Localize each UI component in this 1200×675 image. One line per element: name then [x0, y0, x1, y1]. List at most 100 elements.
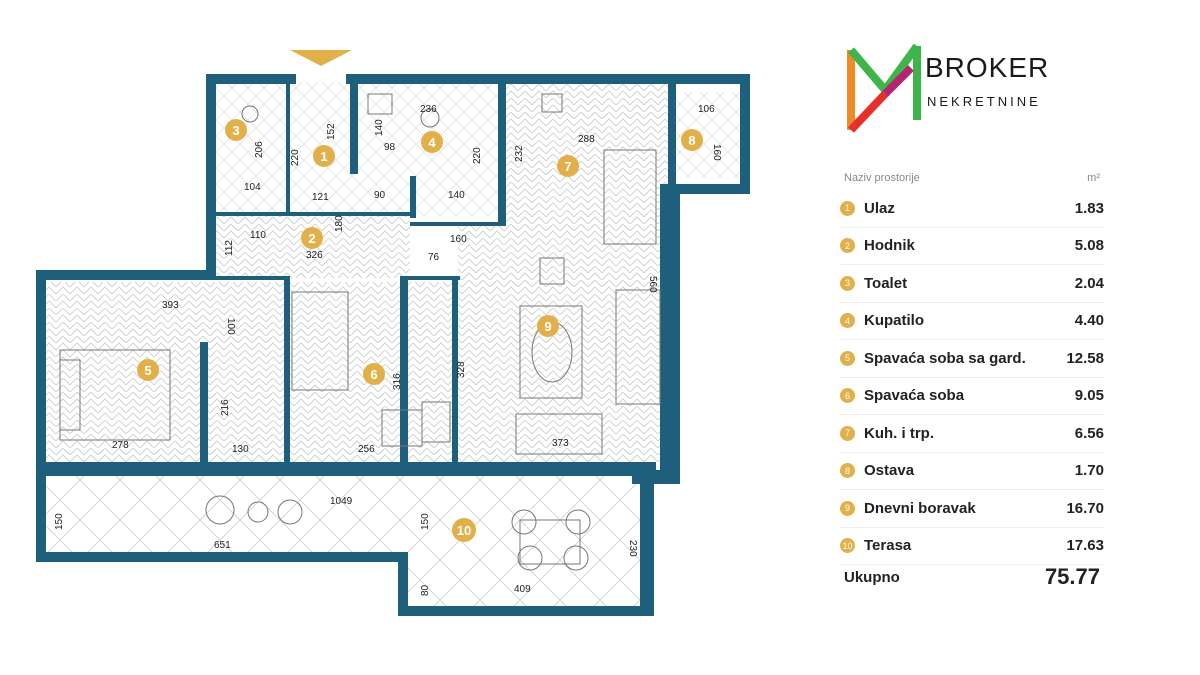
- legend-row: 1 Ulaz 1.83: [840, 190, 1104, 228]
- room-badge: 6: [363, 363, 385, 385]
- room-name: Terasa: [864, 537, 912, 555]
- svg-text:2: 2: [308, 231, 315, 246]
- room-area: 6.56: [1074, 424, 1104, 442]
- room-number-badge: 8: [840, 463, 855, 479]
- dim-label: 150: [420, 513, 431, 530]
- svg-text:1: 1: [320, 149, 327, 164]
- room-badge: 7: [557, 155, 579, 177]
- floor-toilet: [216, 82, 288, 212]
- dim-label: 160: [450, 234, 467, 245]
- legend-header-name: Naziv prostorije: [844, 172, 920, 184]
- dim-label: 236: [420, 104, 437, 115]
- room-name: Kuh. i trp.: [864, 424, 934, 442]
- broker-logo: BROKER NEKRETNINE: [845, 38, 1105, 138]
- room-number-badge: 9: [840, 500, 855, 516]
- dimension-labels: 220 152 236 140 98 220 288 232 106 160 2…: [54, 104, 722, 596]
- svg-text:7: 7: [564, 159, 571, 174]
- svg-text:8: 8: [688, 133, 695, 148]
- dim-label: 409: [514, 584, 531, 595]
- dim-label: 393: [162, 300, 179, 311]
- svg-text:5: 5: [144, 363, 151, 378]
- dim-label: 220: [472, 147, 483, 164]
- room-area: 1.70: [1074, 462, 1104, 480]
- dim-label: 230: [627, 540, 638, 557]
- room-name: Spavaća soba sa gard.: [864, 349, 1026, 367]
- brand-name: BROKER: [925, 52, 1050, 83]
- room-area: 17.63: [1066, 537, 1104, 555]
- dim-label: 256: [358, 444, 375, 455]
- room-name: Kupatilo: [864, 312, 924, 330]
- dim-label: 140: [448, 190, 465, 201]
- legend-total: Ukupno 75.77: [844, 562, 1100, 592]
- dim-label: 560: [647, 276, 658, 293]
- room-area: 12.58: [1066, 349, 1104, 367]
- room-badge: 5: [137, 359, 159, 381]
- legend-header-unit: m²: [1087, 172, 1100, 184]
- floor-bedroom-1: [46, 282, 284, 462]
- room-badges: 1 2 3 4 5 6 7 8 9 10: [137, 119, 703, 542]
- legend-row: 10 Terasa 17.63: [840, 528, 1104, 565]
- room-badge: 8: [681, 129, 703, 151]
- svg-text:4: 4: [428, 135, 436, 150]
- room-name: Dnevni boravak: [864, 499, 976, 517]
- dim-label: 206: [254, 141, 265, 158]
- room-badge: 2: [301, 227, 323, 249]
- legend-row: 6 Spavaća soba 9.05: [840, 378, 1104, 415]
- room-number-badge: 2: [840, 238, 855, 254]
- dim-label: 104: [244, 182, 261, 193]
- floor-kitchen: [506, 82, 672, 222]
- dim-label: 278: [112, 440, 129, 451]
- dim-label: 90: [374, 190, 386, 201]
- room-area: 9.05: [1074, 387, 1104, 405]
- total-label: Ukupno: [844, 568, 900, 586]
- dim-label: 180: [334, 215, 345, 232]
- dim-label: 152: [326, 123, 337, 140]
- floor-terrace-ext: [408, 556, 640, 612]
- room-number-badge: 4: [840, 313, 855, 329]
- room-badge: 3: [225, 119, 247, 141]
- legend-row: 8 Ostava 1.70: [840, 453, 1104, 490]
- room-area: 1.83: [1074, 199, 1104, 217]
- room-number-badge: 6: [840, 388, 855, 404]
- room-number-badge: 7: [840, 425, 855, 441]
- svg-text:10: 10: [457, 523, 471, 538]
- room-number-badge: 1: [840, 200, 855, 216]
- floor-terrace: [46, 476, 640, 556]
- furniture: [59, 93, 661, 571]
- room-name: Ulaz: [864, 199, 895, 217]
- dim-label: 80: [420, 584, 431, 596]
- broker-logo-mark-icon: [847, 43, 921, 133]
- dim-label: 373: [552, 438, 569, 449]
- dim-label: 288: [578, 134, 595, 145]
- svg-text:3: 3: [232, 123, 239, 138]
- dim-label: 76: [428, 252, 440, 263]
- dim-label: 150: [54, 513, 65, 530]
- room-number-badge: 5: [840, 350, 855, 366]
- walls: [36, 74, 750, 616]
- svg-text:9: 9: [544, 319, 551, 334]
- dim-label: 1049: [330, 496, 353, 507]
- room-number-badge: 10: [840, 538, 855, 554]
- room-area: 16.70: [1066, 499, 1104, 517]
- dim-label: 160: [711, 144, 722, 161]
- room-name: Ostava: [864, 462, 915, 480]
- dim-label: 100: [225, 318, 236, 335]
- room-name: Spavaća soba: [864, 387, 965, 405]
- dim-label: 98: [384, 142, 396, 153]
- dim-label: 326: [306, 250, 323, 261]
- room-badge: 1: [313, 145, 335, 167]
- dim-label: 328: [456, 361, 467, 378]
- dim-label: 651: [214, 540, 231, 551]
- dim-label: 110: [250, 230, 266, 241]
- room-area: 2.04: [1074, 274, 1104, 292]
- room-badge: 10: [452, 518, 476, 542]
- dim-label: 140: [374, 119, 385, 136]
- dim-label: 112: [224, 240, 235, 256]
- floor-plan: 220 152 236 140 98 220 288 232 106 160 2…: [36, 50, 750, 616]
- legend-row: 9 Dnevni boravak 16.70: [840, 490, 1104, 528]
- room-name: Toalet: [864, 274, 908, 292]
